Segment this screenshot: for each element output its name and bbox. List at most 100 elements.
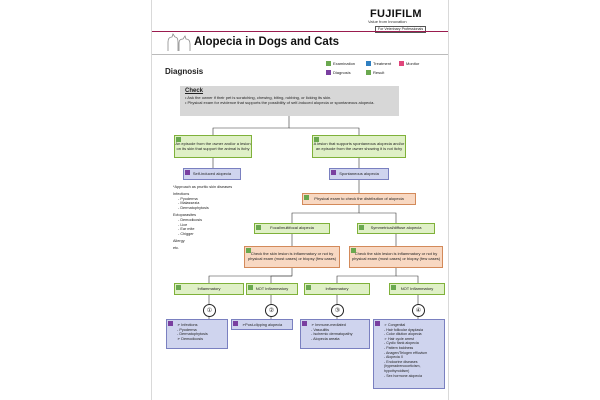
self-induced-result: Self-induced alopecia — [183, 168, 241, 180]
step-number: ③ — [331, 304, 344, 317]
result-icon — [256, 225, 261, 230]
audience-badge: For Veterinary Professionals — [375, 26, 427, 33]
step-number: ④ — [412, 304, 425, 317]
dx-item: - Color dilution alopecia — [384, 332, 422, 337]
dx-item: ➢ Demodicosis — [177, 336, 203, 341]
box-text: Self-induced alopecia — [192, 170, 232, 176]
examination-icon — [314, 137, 319, 142]
outcome-not-inflammatory-2: NOT Inflammatory — [246, 283, 298, 295]
outcome-inflammatory-1: Inflammatory — [174, 283, 244, 295]
inflammation-check-right: Check the skin lesion is inflammatory or… — [349, 246, 443, 268]
notes-item: - Dermatophytosis — [178, 206, 209, 211]
check-line: • Ask the owner if their pet is scratchi… — [185, 95, 332, 100]
dx-item: ➢Post-clipping alopecia — [242, 323, 283, 327]
box-text: Spontaneous alopecia — [339, 170, 379, 176]
box-text: NOT Inflammatory — [255, 285, 289, 291]
diagnosis-list-4: ➢ Congenital - Hair follicular dysplasia… — [373, 319, 445, 389]
outcome-inflammatory-3: Inflammatory — [304, 283, 370, 295]
box-text: Check the skin lesion is inflammatory or… — [247, 251, 337, 261]
box-text: NOT Inflammatory — [400, 285, 434, 291]
dx-item: - Dermatophytosis — [177, 332, 208, 337]
diagnosis-icon — [302, 321, 307, 326]
distribution-exam-box: Physical exam to check the distribution … — [302, 193, 416, 205]
pruritic-notes: *Approach as pruritic skin diseases Infe… — [173, 185, 232, 251]
treatment-icon — [366, 61, 371, 66]
not-itchy-evidence-box: A lesion that supports spontaneous alope… — [312, 135, 406, 158]
monitor-icon — [399, 61, 404, 66]
diagnosis-icon — [168, 321, 173, 326]
box-text: An episode from the owner and/or a lesio… — [175, 140, 251, 151]
brand-tagline: Value from Innovation — [368, 19, 407, 24]
box-text: Inflammatory — [197, 285, 221, 291]
diagnosis-icon — [326, 70, 331, 75]
dx-item: ➢ Hair cycle arrest — [384, 336, 414, 341]
result-icon — [248, 285, 253, 290]
result-icon — [366, 70, 371, 75]
notes-item: - Ear mite — [178, 227, 195, 232]
legend-result: Result — [366, 70, 384, 75]
dx-item: - Ischemic dermatopathy — [311, 332, 353, 337]
check-line: • Physical exam for evidence that suppor… — [185, 100, 375, 105]
dx-item: - Alopecia X — [384, 355, 404, 360]
page-title: Alopecia in Dogs and Cats — [194, 36, 340, 48]
spontaneous-result: Spontaneous alopecia — [329, 168, 389, 180]
notes-item: - Malassezia — [178, 201, 200, 206]
notes-group: Allergy — [173, 238, 185, 243]
legend-label: Diagnosis — [333, 70, 351, 75]
diagnosis-icon — [331, 170, 336, 175]
dx-item: - Vasculitis — [311, 327, 330, 332]
dx-item: ➢ Congenital — [384, 323, 406, 327]
notes-etc: etc. — [173, 245, 180, 250]
result-icon — [176, 285, 181, 290]
section-heading: Diagnosis — [165, 67, 204, 76]
dx-item: - Anagen/Telogen effluvium — [384, 350, 428, 355]
legend-label: Monitor — [406, 61, 420, 66]
examination-icon — [351, 248, 356, 253]
brand-logo: FUJIFILM — [370, 8, 422, 20]
dx-item: hypothyroidism) — [384, 368, 410, 373]
dx-item: - Endocrine diseases — [384, 359, 418, 364]
step-number: ② — [265, 304, 278, 317]
dx-item: ➢ Infections — [177, 323, 198, 327]
diagnosis-list-2: ➢Post-clipping alopecia — [231, 319, 293, 330]
dx-item: - Cyclic flank alopecia — [384, 341, 419, 346]
dx-item: - Pattern baldness — [384, 345, 414, 350]
notes-item: - Pyoderma — [178, 196, 198, 201]
title-bar — [152, 31, 448, 55]
dx-item: - Pyoderma — [177, 327, 197, 332]
examination-icon — [326, 61, 331, 66]
legend-label: Result — [373, 70, 385, 75]
legend-examination: Examination — [326, 61, 355, 66]
dog-cat-icon — [167, 33, 191, 51]
legend-monitor: Monitor — [399, 61, 419, 66]
diagnosis-icon — [375, 321, 380, 326]
box-text: Inflammatory — [325, 285, 349, 291]
symmetrical-box: Symmetrical/diffuse alopecia — [357, 223, 435, 234]
box-text: Check the skin lesion is inflammatory or… — [351, 251, 441, 261]
notes-item: - Chigger — [178, 232, 194, 237]
result-icon — [359, 225, 364, 230]
itchy-evidence-box: An episode from the owner and/or a lesio… — [174, 135, 252, 158]
dx-item: - Hair follicular dysplasia — [384, 327, 423, 332]
examination-icon — [176, 137, 181, 142]
notes-item: - Demodicosis — [178, 217, 203, 222]
box-text: A lesion that supports spontaneous alope… — [313, 140, 405, 151]
dx-item: (hyperadrenocorticism, — [384, 364, 421, 369]
notes-group: Ectoparasites — [173, 212, 197, 217]
box-text: Physical exam to check the distribution … — [314, 195, 404, 201]
dx-item: ➢ Immune-mediated — [311, 323, 346, 327]
notes-heading: *Approach as pruritic skin diseases — [173, 185, 233, 189]
result-icon — [391, 285, 396, 290]
notes-item: - Lice — [178, 222, 188, 227]
result-icon — [306, 285, 311, 290]
poster-page: FUJIFILM Value from Innovation For Veter… — [152, 0, 448, 400]
diagnosis-icon — [233, 321, 238, 326]
focal-box: Focal/multifocal alopecia — [254, 223, 330, 234]
legend-label: Treatment — [373, 61, 392, 66]
dx-item: - Sex hormone alopecia — [384, 373, 422, 378]
diagnosis-list-3: ➢ Immune-mediated - Vasculitis - Ischemi… — [300, 319, 370, 349]
flow-connectors — [208, 116, 419, 319]
notes-group: Infections — [173, 191, 190, 196]
legend-treatment: Treatment — [366, 61, 391, 66]
legend-diagnosis: Diagnosis — [326, 70, 351, 75]
